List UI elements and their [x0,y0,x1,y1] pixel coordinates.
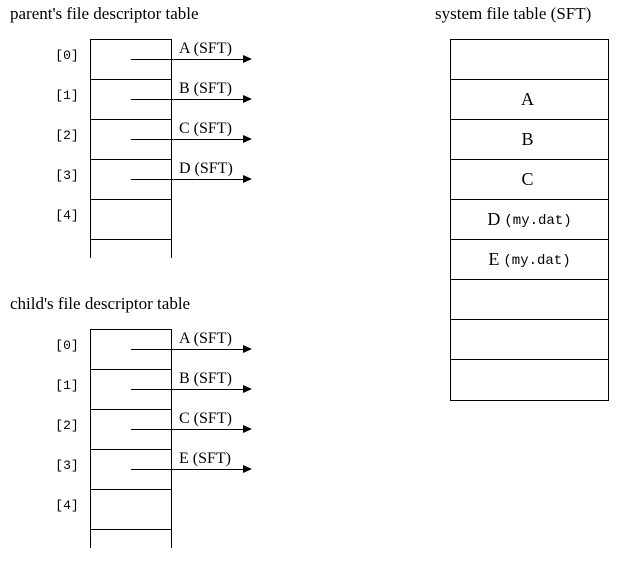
system-file-table-title: system file table (SFT) [435,4,592,23]
fd-pointer-label: A (SFT) [179,330,232,347]
fd-index-label: [1] [55,378,79,393]
fd-table-row: [1] B (SFT) [55,80,252,120]
fd-index-label: [2] [55,418,79,433]
sft-row: E(my.dat) [451,240,608,280]
fd-index-label: [0] [55,48,79,63]
fd-pointer-label: B (SFT) [179,370,232,387]
fd-pointer-label: B (SFT) [179,80,232,97]
sft-row: D(my.dat) [451,200,608,240]
fd-pointer-label: E (SFT) [179,450,231,467]
arrow-right-icon [131,175,252,183]
fd-pointer-label: D (SFT) [179,160,233,177]
fd-index-label: [1] [55,88,79,103]
fd-pointer-label: C (SFT) [179,410,232,427]
arrow-right-icon [131,345,252,353]
fd-index-label: [3] [55,458,79,473]
fd-table-continuation [90,240,172,258]
fd-table-row: [2] C (SFT) [55,410,252,450]
fd-table-row: [3] D (SFT) [55,160,252,200]
arrow-right-icon [131,135,252,143]
sft-entry-label: D [487,209,501,229]
fd-table-continuation [90,530,172,548]
child-fd-table: [0] A (SFT) [1] B (SFT) [2] C (SFT) [3] … [55,329,252,530]
fd-table-row: [2] C (SFT) [55,120,252,160]
arrow-right-icon [131,55,252,63]
fd-index-label: [4] [55,208,79,223]
fd-pointer-label: C (SFT) [179,120,232,137]
sft-row [451,360,608,400]
sft-entry-label: E [488,249,500,269]
sft-row: B [451,120,608,160]
fd-table-row: [0] A (SFT) [55,330,252,370]
arrow-right-icon [131,385,252,393]
sft-row [451,40,608,80]
sft-entry-file: (my.dat) [503,252,571,269]
fd-table-row: [3] E (SFT) [55,450,252,490]
sft-entry-label: B [521,129,534,149]
arrow-right-icon [131,465,252,473]
fd-pointer-label: A (SFT) [179,40,232,57]
sft-row [451,280,608,320]
parent-fd-table-title: parent's file descriptor table [10,4,199,23]
sft-row: C [451,160,608,200]
fd-index-label: [2] [55,128,79,143]
parent-fd-table: [0] A (SFT) [1] B (SFT) [2] C (SFT) [3] … [55,39,252,240]
child-fd-table-title: child's file descriptor table [10,294,191,313]
arrow-right-icon [131,95,252,103]
system-file-table-section: system file table (SFT) A B C D(my.dat) … [430,0,636,410]
arrow-right-icon [131,425,252,433]
sft-row: A [451,80,608,120]
sft-entry-label: A [521,89,534,109]
child-fd-table-section: child's file descriptor table [0] A (SFT… [0,290,320,561]
fd-table-row: [0] A (SFT) [55,40,252,80]
system-file-table: A B C D(my.dat) E(my.dat) [450,39,609,401]
sft-entry-file: (my.dat) [504,212,572,229]
sft-row [451,320,608,360]
sft-entry-label: C [521,169,534,189]
fd-index-label: [3] [55,168,79,183]
fd-table-row: [4] [55,200,171,240]
fd-index-label: [0] [55,338,79,353]
fd-index-label: [4] [55,498,79,513]
fd-table-row: [4] [55,490,171,530]
parent-fd-table-section: parent's file descriptor table [0] A (SF… [0,0,320,290]
fd-table-row: [1] B (SFT) [55,370,252,410]
